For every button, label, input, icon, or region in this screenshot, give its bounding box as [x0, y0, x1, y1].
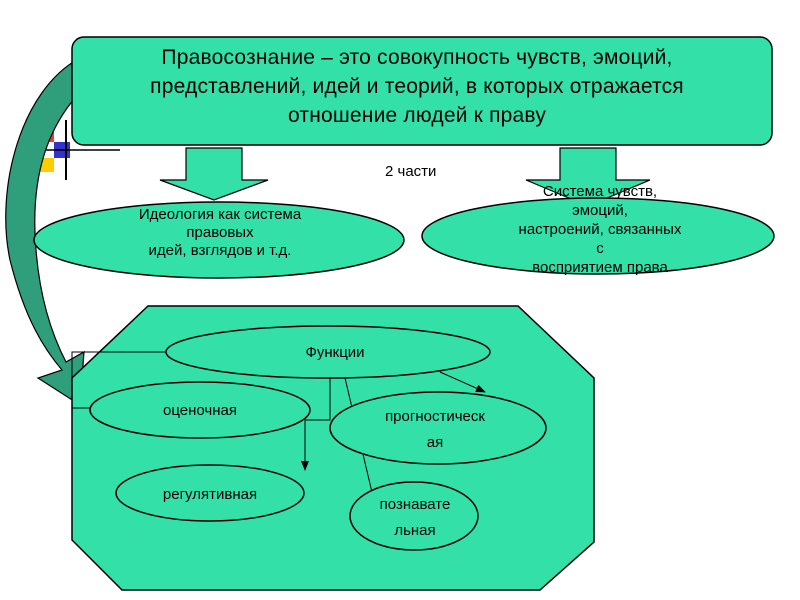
definition-line-3: отношение людей к праву	[287, 104, 547, 127]
down-arrow-left	[159, 147, 269, 201]
evaluative-oval	[89, 381, 311, 439]
ideology-line-1: Идеология как система	[138, 206, 302, 223]
function-prognostic-line-2: ая	[426, 434, 444, 451]
psychology-line-3: настроений, связанных	[518, 221, 682, 238]
function-regulatory-line-1: регулятивная	[162, 486, 258, 503]
definition-line-1: Правосознание – это совокупность чувств,…	[161, 46, 673, 69]
prognostic-oval	[329, 391, 547, 465]
function-cognitive: познавате льная	[355, 492, 475, 544]
down-arrow-right	[525, 147, 651, 207]
function-cognitive-line-1: познавате	[379, 496, 451, 513]
psychology-line-2: эмоций,	[572, 202, 628, 219]
function-evaluative: оценочная	[100, 402, 300, 419]
ideology-oval	[33, 201, 405, 279]
psychology-line-5: восприятием права	[532, 259, 668, 276]
functions-title: Функции	[305, 344, 365, 361]
curved-arrow	[5, 57, 96, 407]
definition-line-2: представлений, идей и теорий, в которых …	[150, 75, 684, 98]
function-regulatory: регулятивная	[120, 486, 300, 503]
ideology-line-3: идей, взглядов и т.д.	[148, 242, 292, 259]
definition-text: Правосознание – это совокупность чувств,…	[82, 43, 752, 130]
regulatory-oval	[115, 464, 305, 522]
parts-label: 2 части	[385, 163, 437, 180]
psychology-line-1: Система чувств,	[542, 183, 658, 200]
function-evaluative-line-1: оценочная	[163, 402, 237, 419]
psychology-text: Система чувств, эмоций, настроений, связ…	[470, 182, 730, 277]
functions-oval	[165, 325, 491, 379]
ideology-text: Идеология как система правовых идей, взг…	[80, 206, 360, 260]
definition-box	[71, 36, 773, 146]
function-cognitive-line-2: льная	[394, 522, 436, 539]
psychology-line-4: с	[596, 240, 604, 257]
function-prognostic: прогностическ ая	[335, 404, 535, 456]
psychology-oval	[421, 197, 775, 275]
ideology-line-2: правовых	[186, 224, 254, 241]
cognitive-oval	[349, 481, 479, 551]
function-prognostic-line-1: прогностическ	[385, 408, 485, 425]
